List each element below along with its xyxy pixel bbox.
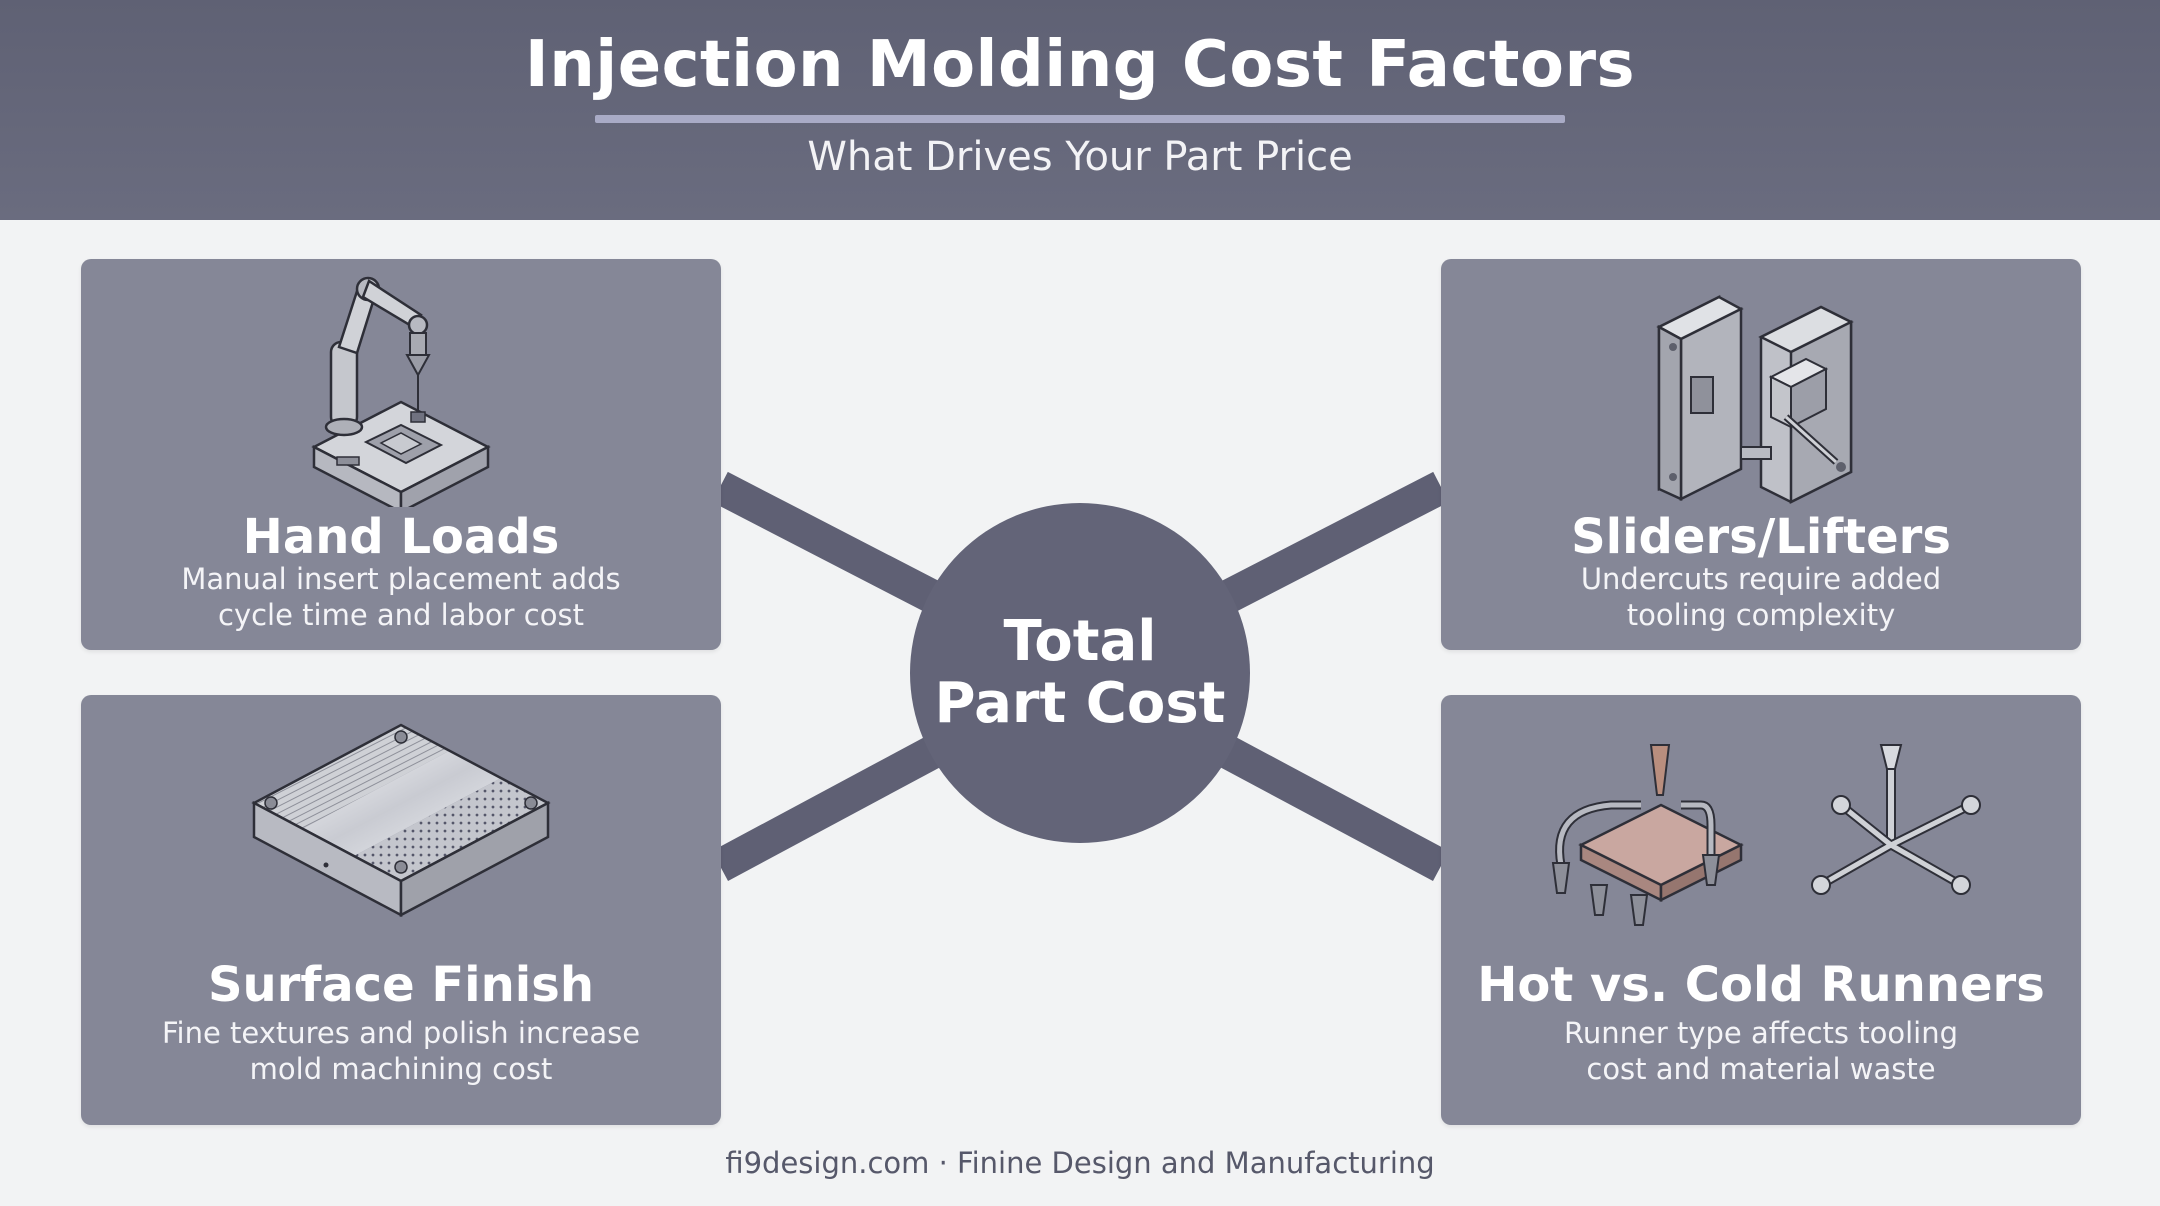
card-description-line: Runner type affects tooling [1564,1016,1958,1050]
robot-arm-mold-icon [311,276,491,507]
card-sliders-lifters: Sliders/Lifters Undercuts require added … [1441,259,2081,650]
card-surface-finish: Surface Finish Fine textures and polish … [81,695,721,1125]
card-description-line: Fine textures and polish increase [161,1016,641,1050]
textured-mold-plate-icon [251,723,551,918]
card-description: Undercuts require added tooling complexi… [1471,561,2051,633]
card-description-line: cycle time and labor cost [218,598,584,632]
card-description: Fine textures and polish increase mold m… [111,1015,691,1087]
card-title: Hand Loads [242,509,560,565]
header-banner: Injection Molding Cost Factors What Driv… [0,0,2160,220]
card-description-line: mold machining cost [249,1052,553,1086]
mold-slider-icon [1656,294,1854,505]
card-title: Sliders/Lifters [1571,509,1951,565]
page-title: Injection Molding Cost Factors [524,28,1636,102]
hub-label-line: Total [1003,609,1157,674]
card-description-line: Manual insert placement adds [181,562,621,596]
card-hand-loads: Hand Loads Manual insert placement adds … [81,259,721,650]
total-part-cost-hub: Total Part Cost [910,503,1250,843]
runner-systems-icon [1551,744,1981,926]
hub-label-line: Part Cost [934,671,1226,736]
card-hot-cold-runners: Hot vs. Cold Runners Runner type affects… [1441,695,2081,1125]
title-underline [595,115,1565,123]
card-description-line: cost and material waste [1586,1052,1936,1086]
card-description-line: tooling complexity [1626,598,1896,632]
page-subtitle: What Drives Your Part Price [807,134,1353,180]
footer-credit: fi9design.com · Finine Design and Manufa… [725,1146,1435,1180]
card-description: Manual insert placement adds cycle time … [111,561,691,633]
card-description: Runner type affects tooling cost and mat… [1471,1015,2051,1087]
card-title: Surface Finish [207,957,594,1013]
card-title: Hot vs. Cold Runners [1477,957,2045,1013]
card-description-line: Undercuts require added [1580,562,1942,596]
